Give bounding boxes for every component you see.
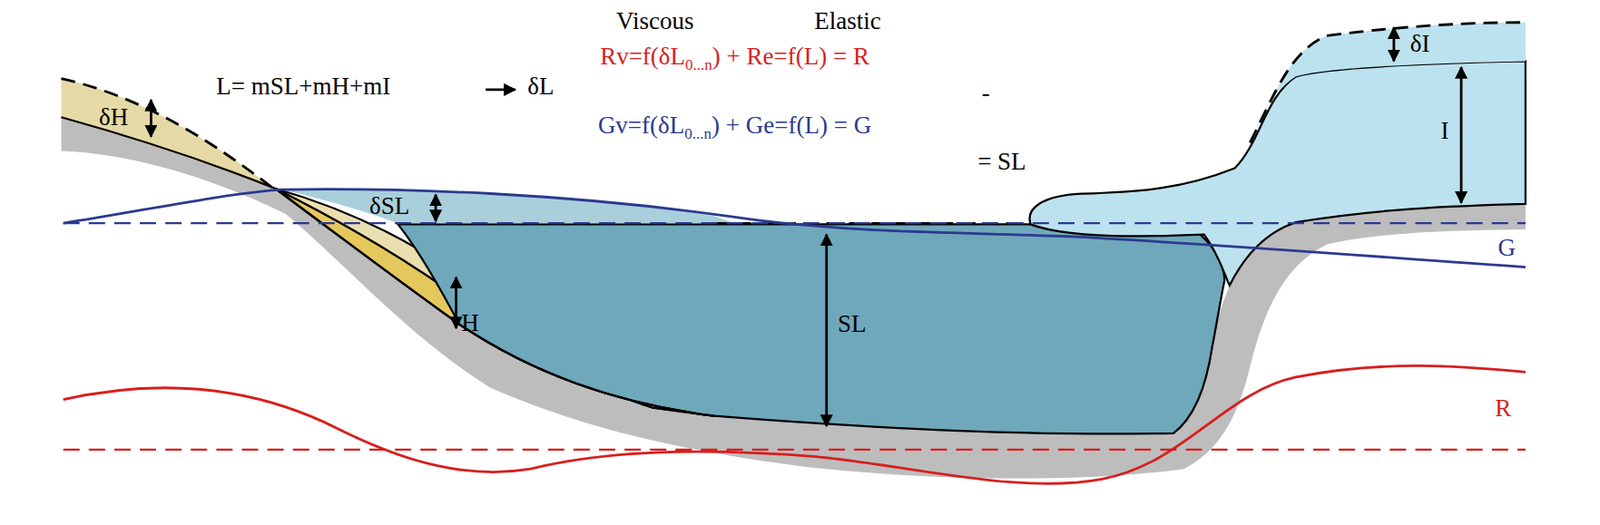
equation: ) + Ge=f(L) = G xyxy=(711,111,872,139)
quantity-label: δI xyxy=(1410,30,1431,59)
operator: - xyxy=(981,79,991,108)
subscript: 0...n xyxy=(684,125,712,143)
dimension-arrows xyxy=(150,27,1462,427)
earth-dashed xyxy=(63,449,1526,452)
subscript: 0...n xyxy=(685,56,713,74)
line-label: G xyxy=(1498,235,1517,263)
quantity-label: I xyxy=(1441,117,1450,146)
equation: ) + Re=f(L) = R xyxy=(712,42,870,70)
equation-line: Rv=f(δL0...n) + Re=f(L) = R xyxy=(599,43,870,75)
column-heading: Viscous xyxy=(616,8,694,36)
ice-change-outline xyxy=(1249,22,1526,144)
ice-sheet xyxy=(1030,60,1526,285)
ocean xyxy=(398,224,1226,434)
equation: Gv=f(δL xyxy=(598,111,685,139)
quantity-label: H xyxy=(461,310,480,338)
column-heading: Elastic xyxy=(814,8,881,36)
quantity-label: δH xyxy=(98,104,128,132)
equation-line: Gv=f(δL0...n) + Ge=f(L) = G xyxy=(598,112,872,144)
equation: L= mSL+mH+mI xyxy=(215,73,391,101)
earth-line xyxy=(63,365,1526,484)
quantity-label: SL xyxy=(837,311,867,339)
geoid-line xyxy=(63,189,1526,268)
quantity-label: δSL xyxy=(369,193,410,221)
equation: δL xyxy=(527,73,554,101)
ice-change xyxy=(1249,22,1526,144)
equation: = SL xyxy=(977,148,1027,177)
line-label: R xyxy=(1494,395,1512,423)
equation: Rv=f(δL xyxy=(599,42,686,70)
land-surface xyxy=(60,117,715,416)
